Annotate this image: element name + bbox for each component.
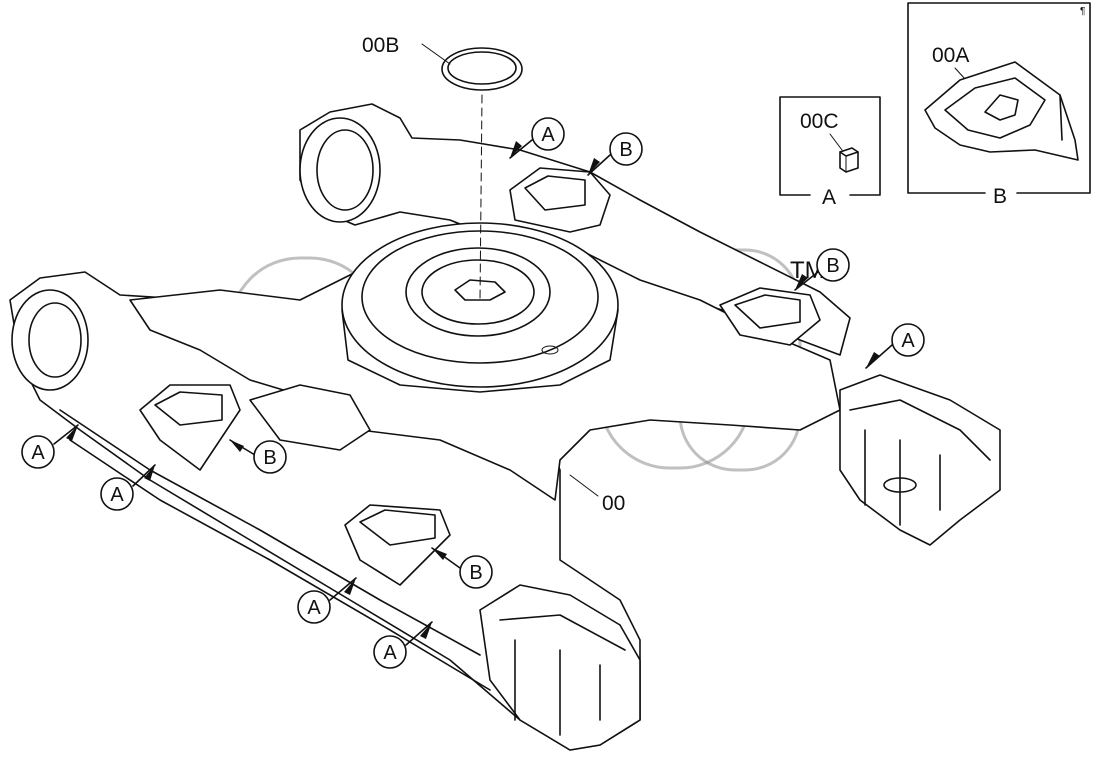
callout-a-right: A xyxy=(865,323,925,369)
detail-a-caption: A xyxy=(822,186,836,209)
svg-text:A: A xyxy=(307,597,321,619)
label-main-frame: 00 xyxy=(602,492,625,515)
label-detail-a-part: 00C xyxy=(800,110,839,133)
svg-text:A: A xyxy=(31,442,45,464)
svg-text:A: A xyxy=(383,642,397,664)
svg-text:B: B xyxy=(469,562,482,584)
svg-text:A: A xyxy=(901,330,915,352)
svg-text:B: B xyxy=(263,447,276,469)
callout-a-top: A xyxy=(509,117,565,159)
bearing-ring xyxy=(421,43,523,91)
leader-main-frame xyxy=(569,474,599,497)
callout-b-right: B xyxy=(794,248,850,291)
detail-b-caption: B xyxy=(993,185,1007,208)
callout-a-left-2: A xyxy=(100,464,156,511)
label-bearing-ring: 00B xyxy=(362,34,399,57)
callout-a-bottom-2: A xyxy=(373,621,433,669)
callout-a-left-1: A xyxy=(21,424,79,469)
callout-b-left: B xyxy=(229,439,287,474)
svg-text:B: B xyxy=(619,139,632,161)
center-axis-line xyxy=(479,94,483,301)
svg-text:B: B xyxy=(826,255,839,277)
detail-view-a: 00C A xyxy=(779,96,881,209)
pads xyxy=(139,167,821,586)
callout-b-top: B xyxy=(587,132,643,176)
svg-text:A: A xyxy=(110,484,124,506)
callout-a-bottom-1: A xyxy=(297,577,357,624)
corner-mark: ¶ xyxy=(1080,6,1085,17)
svg-text:A: A xyxy=(541,124,555,146)
swing-bearing-base xyxy=(341,222,619,393)
label-detail-b-part: 00A xyxy=(932,44,969,67)
callout-b-bottom: B xyxy=(431,547,493,589)
detail-view-b: 00A B xyxy=(907,2,1091,208)
